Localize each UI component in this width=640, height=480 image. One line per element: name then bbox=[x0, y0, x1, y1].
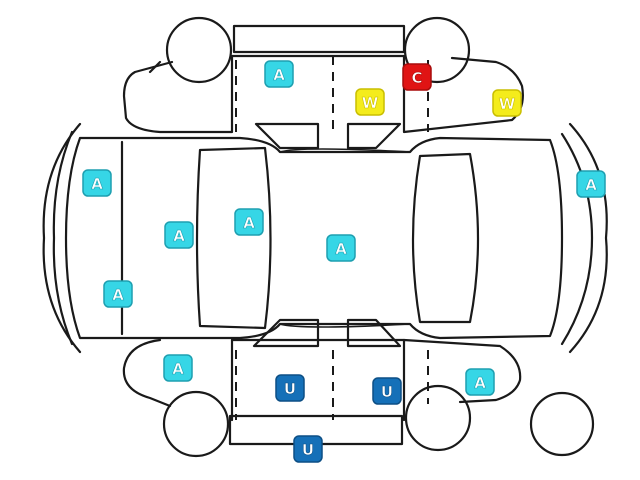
marker-u-rear-door-bottom[interactable]: U bbox=[275, 374, 305, 402]
marker-badge bbox=[264, 60, 294, 88]
marker-badge bbox=[164, 221, 194, 249]
marker-a-rear-bumper[interactable]: A bbox=[82, 169, 112, 197]
marker-badge bbox=[576, 170, 606, 198]
car-side-view-bottom bbox=[122, 318, 595, 458]
marker-letter: A bbox=[585, 176, 597, 194]
marker-badge bbox=[326, 234, 356, 262]
front-window-top bbox=[346, 122, 402, 150]
marker-a-rear-deck[interactable]: A bbox=[164, 221, 194, 249]
marker-badge bbox=[492, 89, 522, 117]
marker-a-rear-corner[interactable]: A bbox=[103, 280, 133, 308]
marker-c-front-top[interactable]: C bbox=[402, 63, 432, 91]
marker-badge bbox=[234, 208, 264, 236]
marker-letter: A bbox=[173, 227, 185, 245]
front-wheel-bottom bbox=[404, 384, 472, 452]
marker-letter: A bbox=[172, 360, 184, 378]
roof-edges bbox=[279, 148, 411, 328]
marker-a-rear-quarter-bottom[interactable]: A bbox=[163, 354, 193, 382]
sill-line-top bbox=[148, 54, 406, 74]
marker-a-front-bumper[interactable]: A bbox=[576, 170, 606, 198]
rocker-panel-top bbox=[232, 24, 406, 54]
marker-badge bbox=[372, 377, 402, 405]
marker-badge bbox=[163, 354, 193, 382]
front-windshield bbox=[411, 152, 480, 324]
marker-w-fender-top[interactable]: W bbox=[492, 89, 522, 117]
marker-badge bbox=[82, 169, 112, 197]
marker-letter: A bbox=[243, 214, 255, 232]
front-bumper-outer bbox=[568, 122, 608, 354]
marker-badge bbox=[402, 63, 432, 91]
marker-a-rear-roof[interactable]: A bbox=[234, 208, 264, 236]
body-outline-plan bbox=[64, 136, 564, 340]
marker-badge bbox=[355, 88, 385, 116]
marker-a-front-fender-bottom[interactable]: A bbox=[465, 368, 495, 396]
car-side-view-top bbox=[122, 16, 524, 150]
body-outline-bottom bbox=[122, 338, 522, 422]
rear-wheel-top bbox=[165, 16, 233, 84]
marker-letter: U bbox=[284, 380, 296, 398]
rear-bumper-inner bbox=[52, 130, 74, 346]
front-bumper-inner bbox=[560, 132, 594, 346]
marker-letter: A bbox=[273, 66, 285, 84]
marker-letter: A bbox=[474, 374, 486, 392]
marker-letter: W bbox=[499, 95, 516, 113]
rear-window-top bbox=[254, 122, 320, 150]
damage-markers: A C W W A A A A A A A U U A U bbox=[82, 60, 606, 463]
rear-windshield bbox=[195, 146, 272, 330]
marker-letter: C bbox=[411, 69, 422, 87]
marker-u-front-door-bottom[interactable]: U bbox=[372, 377, 402, 405]
marker-letter: U bbox=[381, 383, 393, 401]
rear-window-bottom bbox=[252, 318, 320, 348]
marker-badge bbox=[275, 374, 305, 402]
marker-u-rocker-bottom[interactable]: U bbox=[293, 435, 323, 463]
rear-bumper-outer bbox=[42, 122, 82, 354]
marker-a-roof-top[interactable]: A bbox=[264, 60, 294, 88]
body-outline-top bbox=[122, 54, 524, 134]
marker-a-roof-center[interactable]: A bbox=[326, 234, 356, 262]
marker-badge bbox=[103, 280, 133, 308]
marker-letter: A bbox=[91, 175, 103, 193]
car-plan-view bbox=[42, 122, 608, 354]
spare-wheel bbox=[529, 391, 595, 457]
marker-letter: A bbox=[112, 286, 124, 304]
marker-badge bbox=[293, 435, 323, 463]
marker-w-door-top[interactable]: W bbox=[355, 88, 385, 116]
rear-wheel-bottom bbox=[162, 390, 230, 458]
marker-letter: A bbox=[335, 240, 347, 258]
marker-letter: U bbox=[302, 441, 314, 459]
front-window-bottom bbox=[346, 318, 402, 348]
marker-badge bbox=[465, 368, 495, 396]
marker-letter: W bbox=[362, 94, 379, 112]
